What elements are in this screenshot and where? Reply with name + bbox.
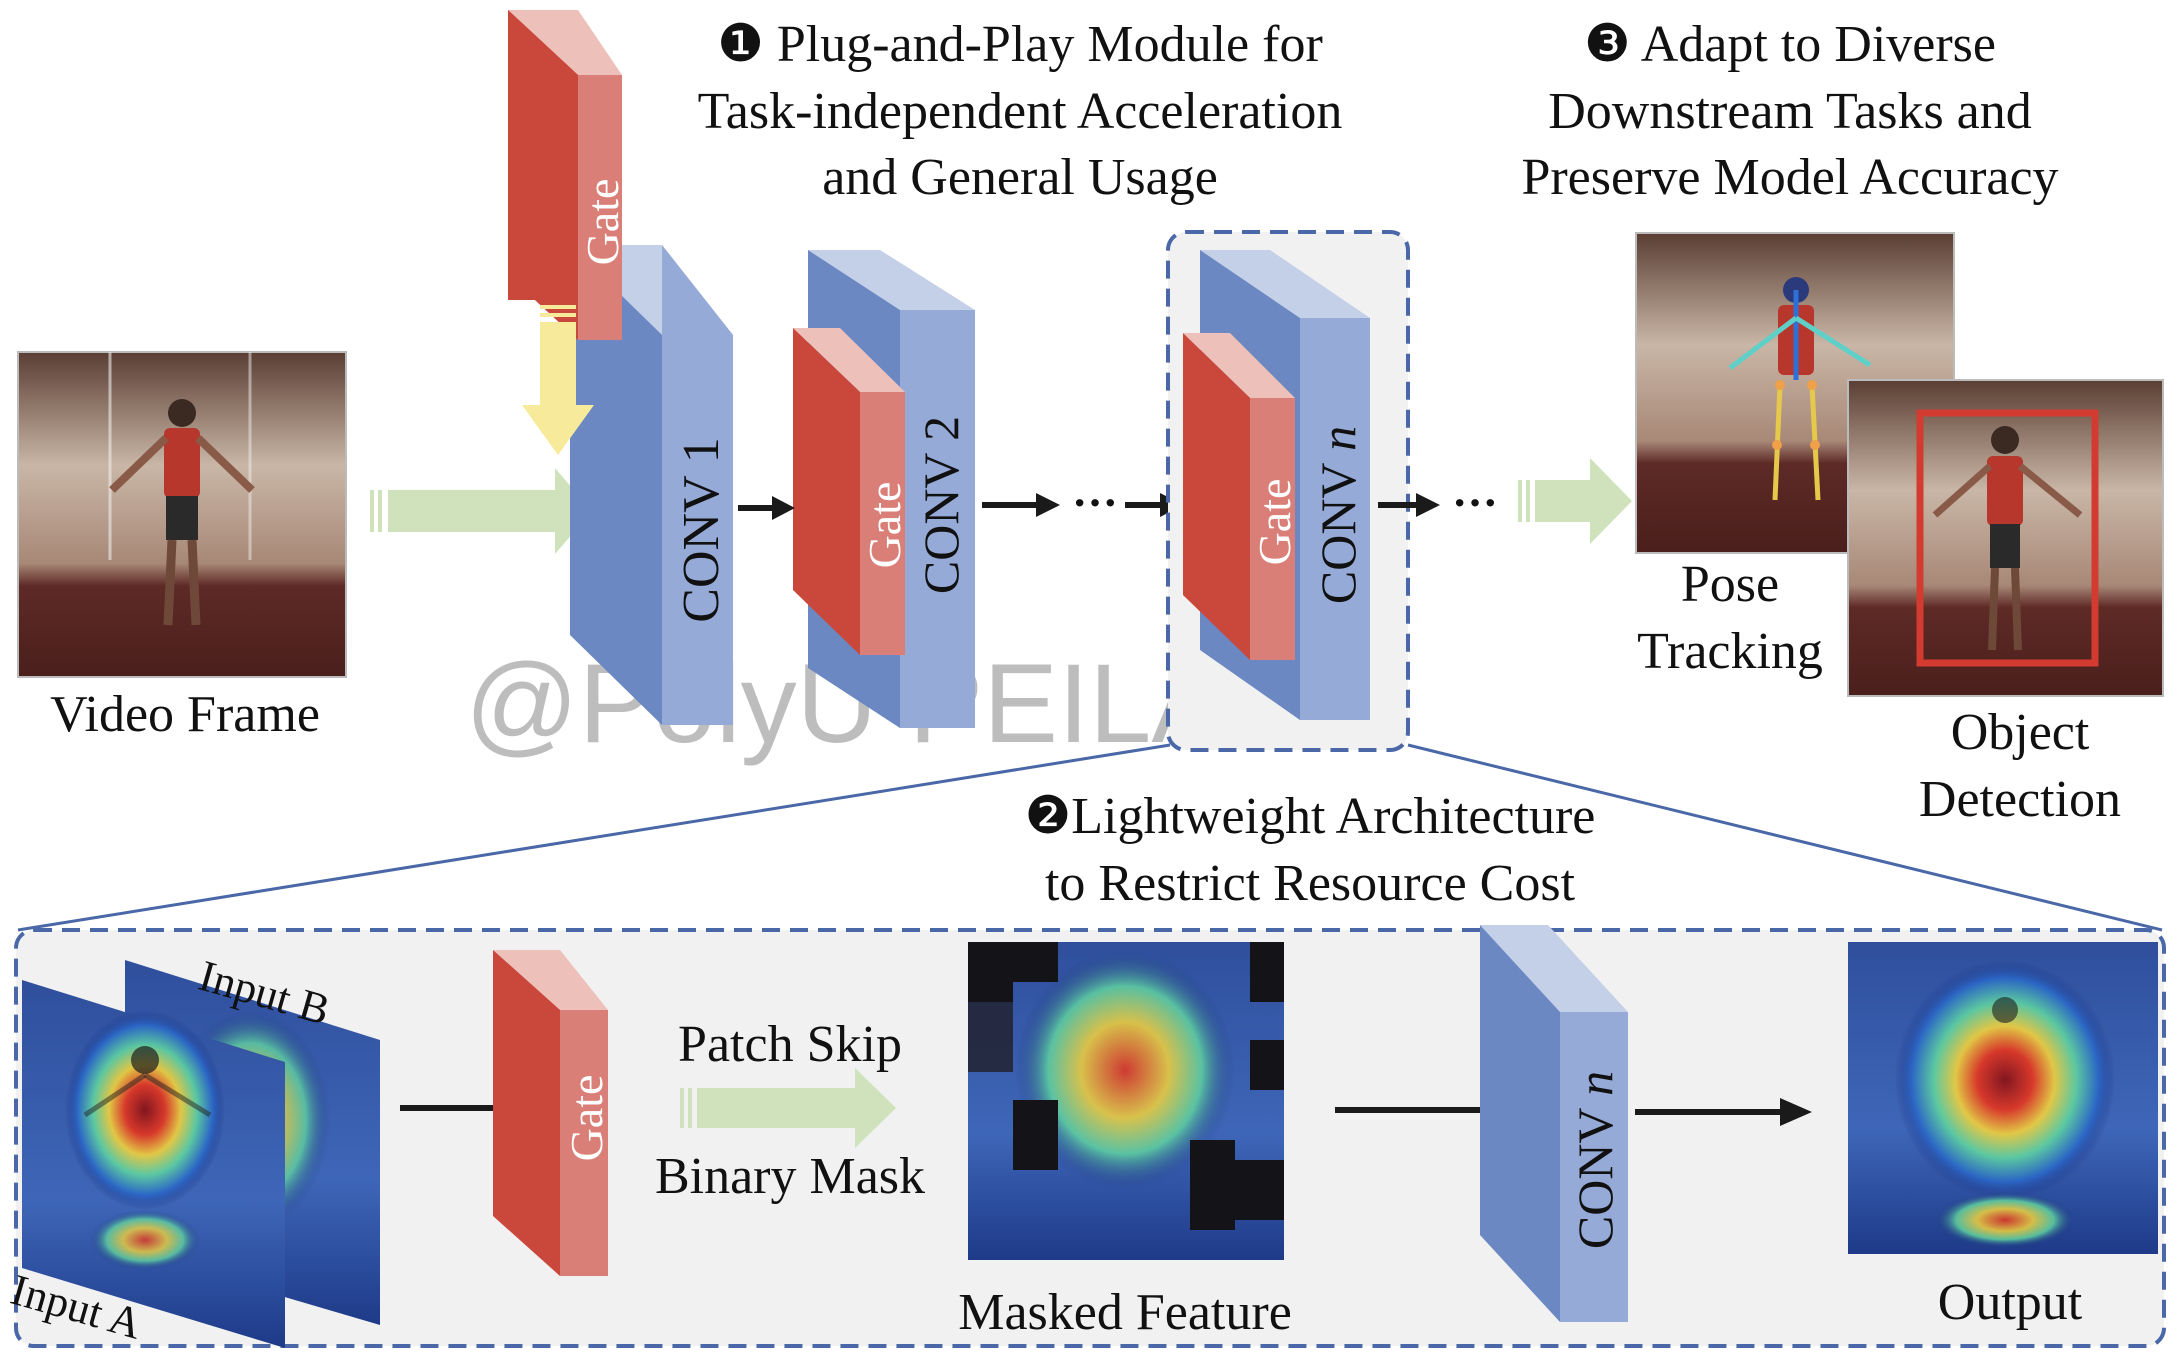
video-frame-label: Video Frame — [50, 686, 320, 743]
object-detection-label: Object Detection — [1918, 704, 2122, 828]
arrow-conv1-conv2 — [738, 496, 795, 520]
gate-block-n — [1183, 333, 1295, 660]
ellipsis-2: ··· — [1452, 477, 1498, 528]
gate-label-2: Gate — [859, 482, 910, 569]
conv1-label: CONV 1 — [673, 437, 730, 622]
convn-label: CONV n — [1310, 426, 1366, 604]
output-label: Output — [1937, 1274, 2083, 1331]
output-arrow — [1518, 458, 1632, 544]
detail-convn-label: CONV n — [1567, 1071, 1623, 1249]
adapt-heading: ❸ Adapt to Diverse Downstream Tasks and … — [1521, 16, 2059, 207]
pose-tracking-label: Pose Tracking — [1637, 556, 1823, 680]
detail-gate-label: Gate — [561, 1075, 612, 1162]
patch-skip-arrow — [680, 1068, 896, 1148]
detail-gate-block — [493, 950, 608, 1276]
arrow-convn-output — [1635, 1098, 1812, 1126]
zoom-lines — [17, 743, 2163, 932]
input-arrow — [370, 468, 592, 554]
gate-block-1 — [508, 10, 622, 340]
person-figure — [109, 399, 255, 626]
patch-skip-label: Patch Skip — [678, 1016, 902, 1073]
binary-mask-label: Binary Mask — [654, 1148, 926, 1205]
gate-down-arrow — [522, 305, 594, 455]
detection-box — [1916, 409, 2099, 667]
gate-label-n: Gate — [1249, 479, 1300, 566]
video-frame-image — [17, 351, 347, 678]
object-detection-image — [1847, 379, 2164, 697]
masked-feature-image — [968, 942, 1284, 1260]
module-heading: ❶ Plug-and-Play Module for Task-independ… — [697, 16, 1343, 207]
conv1-block — [570, 245, 733, 725]
conv2-label: CONV 2 — [913, 416, 969, 594]
input-a-heatmap — [22, 980, 285, 1348]
lightweight-heading: ❷Lightweight Architecture to Restrict Re… — [1024, 788, 1596, 912]
gate-label-1: Gate — [577, 179, 628, 266]
ellipsis-1: ··· — [1072, 477, 1118, 528]
masked-feature-label: Masked Feature — [958, 1284, 1292, 1341]
gate-block-2 — [793, 328, 905, 655]
detail-convn-block — [1480, 925, 1628, 1322]
arrow-conv2-ellipsis — [982, 493, 1060, 517]
output-heatmap — [1848, 942, 2158, 1254]
arrow-convn-ellipsis — [1378, 493, 1440, 517]
